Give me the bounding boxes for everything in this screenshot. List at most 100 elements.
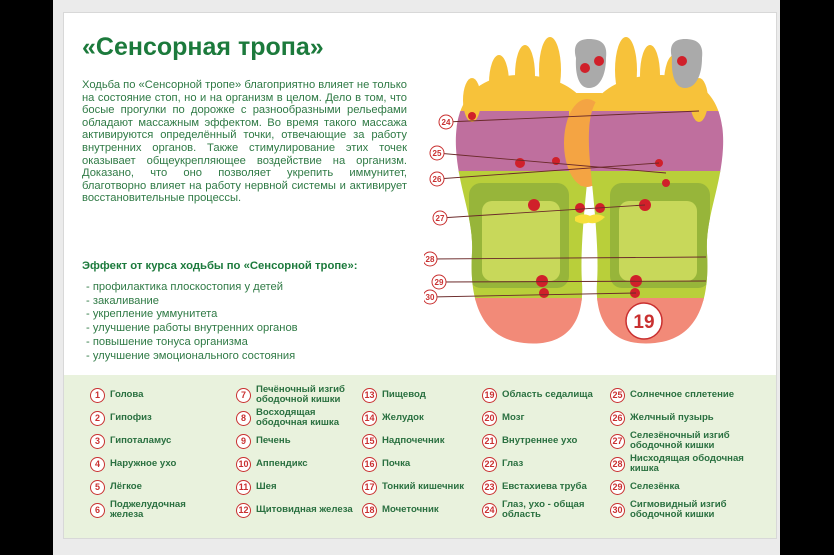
legend-number-badge: 30 (610, 502, 625, 518)
legend-label: Наружное ухо (110, 458, 177, 469)
svg-text:19: 19 (633, 312, 654, 333)
legend-number-badge: 16 (362, 456, 377, 472)
legend-label: Лёгкое (110, 481, 142, 492)
legend-label: Гипоталамус (110, 435, 172, 446)
svg-text:25: 25 (433, 149, 442, 158)
legend-label: Мозг (502, 412, 525, 423)
svg-text:29: 29 (435, 278, 444, 287)
legend-number-badge: 4 (90, 456, 105, 472)
legend-item-14: 14 Желудок (362, 407, 482, 429)
effect-heading: Эффект от курса ходьбы по «Сенсорной тро… (82, 260, 358, 272)
svg-text:30: 30 (426, 293, 435, 302)
legend-label: Аппендикс (256, 458, 308, 469)
callout-line-27 (439, 204, 646, 219)
legend-label: Желудок (382, 412, 424, 423)
legend-label: Пищевод (382, 389, 426, 400)
effect-item: - укрепление уммунитета (86, 308, 218, 321)
poster-card: «Сенсорная тропа» Ходьба по «Сенсорной т… (53, 0, 780, 555)
legend-label: Щитовидная железа (256, 504, 353, 515)
callout-marker-25: 25 (429, 145, 445, 161)
effect-item: - закаливание (86, 294, 160, 307)
callout-line-30 (429, 292, 637, 298)
legend-number-badge: 14 (362, 410, 377, 426)
page-title: «Сенсорная тропа» (82, 33, 324, 61)
effect-item: - улучшение работы внутренних органов (86, 322, 298, 335)
legend-label: Надпочечник (382, 435, 445, 446)
effect-item: - профилактика плоскостопия у детей (86, 281, 284, 293)
callout-marker-30: 30 (424, 289, 438, 305)
legend-number-badge: 18 (362, 502, 377, 518)
legend-label: Печень (256, 435, 291, 446)
legend-number-badge: 12 (236, 502, 251, 518)
legend-item-30: 30 Сигмовидный изгиб ободочной кишки (610, 499, 760, 521)
legend-label: Глаз, ухо - общая область (502, 499, 585, 520)
effect-item: - улучшение эмоционального состояния (86, 349, 296, 362)
legend-item-16: 16 Почка (362, 453, 482, 475)
legend-label: Мочеточник (382, 504, 439, 515)
legend-number-badge: 9 (236, 433, 251, 449)
legend-label: Внутреннее ухо (502, 435, 578, 446)
legend-item-7: 7 Печёночный изгиб ободочной кишки (236, 384, 356, 406)
legend-label: Гипофиз (110, 412, 152, 423)
legend-item-11: 11 Шея (236, 476, 356, 498)
legend-item-15: 15 Надпочечник (362, 430, 482, 452)
intro-paragraph: Ходьба по «Сенсорной тропе» благоприятно… (82, 79, 407, 205)
legend-number-badge: 20 (482, 410, 497, 426)
legend-item-20: 20 Мозг (482, 407, 602, 429)
legend-label: Шея (256, 481, 277, 492)
legend-number-badge: 28 (610, 456, 625, 472)
legend-number-badge: 25 (610, 387, 625, 403)
legend-label: Селезёночный изгиб ободочной кишки (630, 430, 730, 451)
callout-line-28 (429, 256, 707, 260)
callout-marker-19: 19 (625, 302, 663, 340)
left-foot (455, 37, 610, 344)
legend-number-badge: 15 (362, 433, 377, 449)
legend-item-19: 19 Область седалища (482, 384, 602, 406)
legend-number-badge: 21 (482, 433, 497, 449)
legend-label: Почка (382, 458, 411, 469)
legend-label: Сигмовидный изгиб ободочной кишки (630, 499, 727, 520)
legend-item-6: 6 Поджелудочная железа (90, 499, 210, 521)
legend-number-badge: 8 (236, 410, 251, 426)
legend-item-4: 4 Наружное ухо (90, 453, 210, 475)
legend-label: Поджелудочная железа (110, 499, 186, 520)
callout-line-24 (445, 110, 700, 123)
legend-item-9: 9 Печень (236, 430, 356, 452)
legend-number-badge: 19 (482, 387, 497, 403)
legend-item-12: 12 Щитовидная железа (236, 499, 356, 521)
svg-text:28: 28 (426, 255, 435, 264)
legend-label: Глаз (502, 458, 524, 469)
callout-marker-27: 27 (432, 210, 448, 226)
legend-number-badge: 13 (362, 387, 377, 403)
legend-number-badge: 2 (90, 410, 105, 426)
callout-line-26 (436, 162, 660, 180)
poster-panel: «Сенсорная тропа» Ходьба по «Сенсорной т… (63, 12, 777, 539)
legend-item-2: 2 Гипофиз (90, 407, 210, 429)
svg-text:24: 24 (442, 118, 451, 127)
svg-text:27: 27 (436, 214, 445, 223)
right-foot (585, 37, 724, 344)
callout-marker-26: 26 (429, 171, 445, 187)
legend-label: Восходящая ободочная кишка (256, 407, 340, 428)
legend-label: Тонкий кишечник (382, 481, 465, 492)
legend-label: Область седалища (502, 389, 593, 400)
legend-label: Печёночный изгиб ободочной кишки (256, 384, 345, 405)
legend-number-badge: 7 (236, 387, 251, 403)
legend-item-8: 8 Восходящая ободочная кишка (236, 407, 356, 429)
effect-list: - профилактика плоскостопия у детей - за… (86, 281, 298, 363)
callout-line-25 (436, 152, 667, 174)
legend-label: Селезёнка (630, 481, 680, 492)
legend-number-badge: 17 (362, 479, 377, 495)
legend-number-badge: 11 (236, 479, 251, 495)
legend-number-badge: 6 (90, 502, 105, 518)
